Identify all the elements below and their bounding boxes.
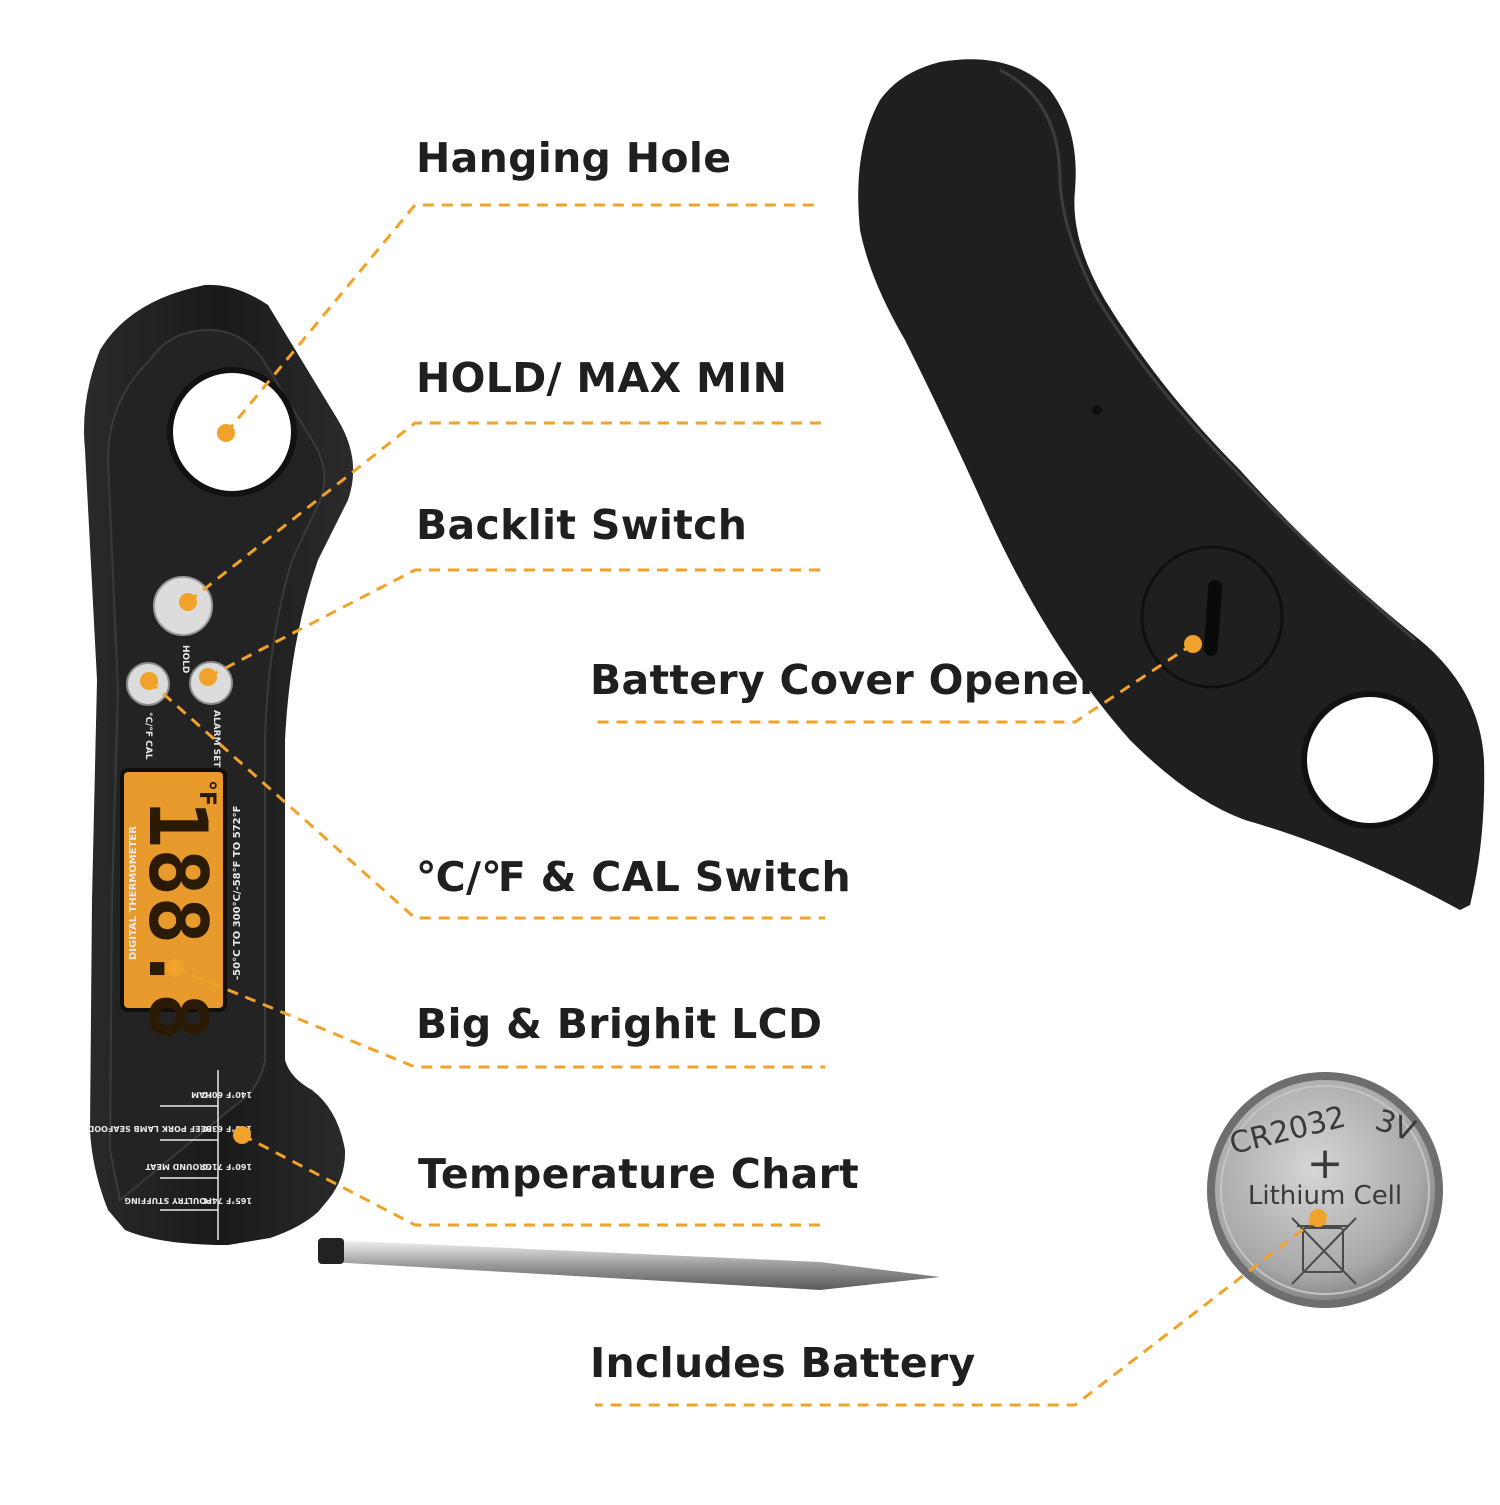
battery-type: Lithium Cell (1248, 1181, 1402, 1211)
leader-line-temperature-chart (241, 1133, 825, 1227)
leader-dot-hanging-hole (217, 424, 235, 442)
back-sensor-dot (1092, 405, 1102, 415)
label-unit-cal-switch: ℃/℉ & CAL Switch (416, 853, 852, 901)
battery-plus: + (1307, 1138, 1344, 1189)
label-battery-cover-opener: Battery Cover Opener (590, 656, 1100, 704)
range-text: -50°C TO 300°C/-58°F TO 572°F (232, 806, 243, 980)
leader-line-big-bright-lcd (174, 966, 825, 1069)
cal-button-label: °C/°F CAL (143, 712, 153, 760)
probe (330, 1240, 940, 1290)
battery-cover-slot[interactable] (1203, 580, 1223, 657)
lcd-digits: 188.8 (131, 800, 224, 1041)
chart-temp-1: 145°F 63°C (202, 1124, 252, 1133)
leader-dot-temperature-chart (233, 1126, 251, 1144)
lcd-unit: °F (194, 780, 219, 806)
brand-text: DIGITAL THERMOMETER (128, 826, 139, 960)
battery-coin: CR2032 3V + Lithium Cell (1207, 1072, 1443, 1308)
chart-temp-2: 160°F 71°C (202, 1162, 252, 1171)
label-big-bright-lcd: Big & Brighit LCD (416, 1000, 823, 1048)
leader-dot-battery-cover-opener (1184, 635, 1202, 653)
chart-food-1: BEEF PORK LAMB SEAFOOD (87, 1124, 212, 1133)
leader-line-includes-battery (595, 1216, 1319, 1407)
label-includes-battery: Includes Battery (590, 1339, 976, 1387)
label-hold-max-min: HOLD/ MAX MIN (416, 354, 788, 402)
leader-dot-backlit-switch (199, 668, 217, 686)
leader-dot-hold-max-min (179, 593, 197, 611)
label-backlit-switch: Backlit Switch (416, 501, 748, 549)
temperature-chart (160, 1070, 219, 1240)
leader-dot-big-bright-lcd (166, 959, 184, 977)
leader-line-hold-max-min (187, 421, 825, 604)
back-edge (999, 68, 1416, 642)
probe-collar (318, 1238, 344, 1264)
chart-food-3: POULTRY STUFFING (124, 1196, 212, 1205)
lcd-screen (120, 768, 227, 1012)
leader-line-hanging-hole (224, 203, 820, 434)
chart-temp-0: 140°F 60°C (202, 1090, 252, 1099)
leader-line-backlit-switch (207, 568, 825, 679)
leader-line-unit-cal-switch (148, 679, 825, 920)
callout-leaders (140, 203, 1327, 1407)
recycle-bin-icon (1291, 1217, 1357, 1285)
chart-food-2: GROUND MEAT (145, 1162, 212, 1171)
thermometer-back (858, 59, 1485, 910)
battery-cover (1140, 545, 1284, 689)
leader-dot-unit-cal-switch (140, 672, 158, 690)
hold-button-label: HOLD (180, 645, 190, 673)
label-hanging-hole: Hanging Hole (416, 134, 732, 182)
thermometer-front: HOLD °C/°F CAL ALARM SET 188.8 °F DIGITA… (84, 284, 940, 1290)
back-body (858, 59, 1485, 910)
leader-line-battery-cover-opener (595, 642, 1194, 724)
alarm-button-label: ALARM SET (211, 710, 221, 768)
leader-dot-includes-battery (1309, 1209, 1327, 1227)
chart-temp-3: 165°F 74°C (202, 1196, 252, 1205)
label-temperature-chart: Temperature Chart (418, 1150, 860, 1198)
chart-food-0: HAM (191, 1090, 212, 1099)
back-hanging-hole (1301, 691, 1439, 829)
